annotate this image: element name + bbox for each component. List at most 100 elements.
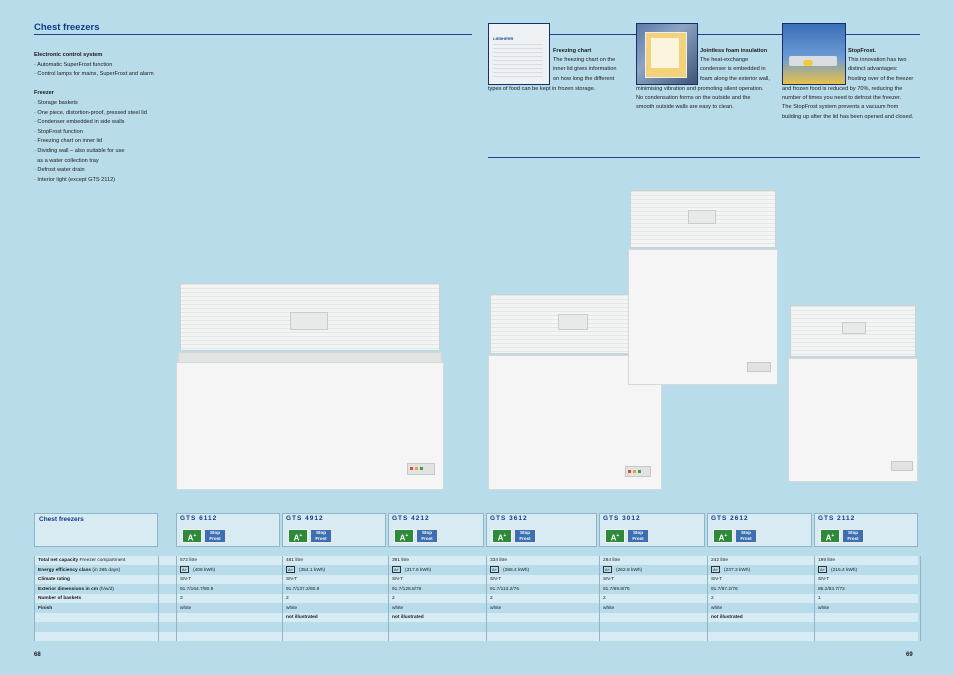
foam-insulation-image	[636, 23, 698, 85]
table-cell-finish: white	[392, 606, 404, 611]
table-cell-climate: SN-T	[180, 577, 192, 582]
table-row-bg	[34, 575, 918, 584]
table-cell-dims: 86.2/83.7/73	[818, 587, 845, 592]
energy-class-a-plus-icon: A+	[820, 529, 840, 543]
feature-item: · Automatic SuperFrost function	[34, 61, 113, 68]
energy-class-icon: A+	[711, 566, 721, 573]
energy-class-icon: A+	[490, 566, 500, 573]
foam-insulation-text: Jointless foam insulation The heat-excha…	[700, 47, 772, 84]
column-divider	[920, 556, 921, 641]
energy-class-icon: A+	[392, 566, 402, 573]
row-label-note: Freezer compartment	[78, 558, 126, 563]
electronic-heading: Electronic control system	[34, 52, 103, 58]
table-cell-baskets: 1	[818, 596, 821, 601]
energy-value: (317.6 kWh)	[405, 568, 432, 573]
column-divider	[282, 556, 283, 641]
row-label-bold: Number of baskets	[38, 596, 82, 601]
energy-class-a-plus-icon: A+	[713, 529, 733, 543]
column-divider	[599, 556, 600, 641]
row-label-note: (in 365 days)	[91, 568, 121, 573]
energy-value: (237.3 kWh)	[724, 568, 751, 573]
table-cell-dims: 91.7/137.2/80.9	[286, 587, 320, 592]
table-cell-energy: A+(262.8 kWh)	[603, 566, 642, 575]
table-row-bg	[34, 566, 918, 575]
table-cell-note: not illustrated	[392, 615, 424, 620]
model-name: GTS 4912	[286, 515, 324, 522]
table-cell-energy: A+(354.1 kWh)	[286, 566, 325, 575]
table-cell-dims: 91.7/99.8/76	[603, 587, 630, 592]
freezing-chart-logo: LIEBHERR	[493, 36, 514, 41]
section-rule	[488, 157, 920, 158]
table-cell-finish: white	[286, 606, 298, 611]
table-cell-energy: A+(215.4 kWh)	[818, 566, 857, 575]
feature-item: · StopFrost function	[34, 128, 83, 135]
feature-item: · Dividing wall – also suitable for use	[34, 147, 125, 154]
table-cell-baskets: 2	[490, 596, 493, 601]
table-cell-capacity: 481 litre	[286, 558, 304, 563]
table-cell-baskets: 2	[392, 596, 395, 601]
row-label: Energy efficiency class (in 365 days)	[38, 566, 120, 575]
table-row-bg	[34, 594, 918, 603]
freezing-chart-image: LIEBHERR	[488, 23, 550, 85]
stopfrost-image	[782, 23, 846, 85]
model-name: GTS 2112	[818, 515, 856, 522]
stopfrost-text-cont: and frozen food is reduced by 70%, reduc…	[782, 86, 914, 120]
table-row-bg	[34, 622, 918, 631]
feature-item: · Condenser embedded in side walls	[34, 119, 125, 126]
table-cell-climate: SN-T	[392, 577, 404, 582]
table-cell-note: not illustrated	[711, 615, 743, 620]
energy-value: (215.4 kWh)	[831, 568, 858, 573]
features-list: Electronic control system · Automatic Su…	[34, 51, 264, 185]
title-rule-right	[488, 34, 920, 35]
table-cell-climate: SN-T	[818, 577, 830, 582]
table-cell-dims: 91.7/87.2/76	[711, 587, 738, 592]
stopfrost-title: StopFrost.	[848, 48, 876, 54]
freezing-chart-text-cont: types of food can be kept in frozen stor…	[488, 86, 596, 92]
table-row-bg	[34, 632, 918, 641]
table-cell-finish: white	[711, 606, 723, 611]
column-divider	[814, 556, 815, 641]
row-label: Exterior dimensions in cm (h/w/d)	[38, 585, 114, 594]
model-name: GTS 3012	[603, 515, 641, 522]
energy-class-icon: A+	[180, 566, 190, 573]
feature-item: · Storage baskets	[34, 99, 78, 106]
row-label-bold: Energy efficiency class	[38, 568, 92, 573]
stopfrost-text: StopFrost. This innovation has two disti…	[848, 47, 920, 84]
table-cell-finish: white	[818, 606, 830, 611]
table-cell-baskets: 2	[711, 596, 714, 601]
feature-item: as a water collection tray	[34, 157, 99, 164]
freezer-heading: Freezer	[34, 90, 54, 97]
table-cell-capacity: 284 litre	[603, 558, 621, 563]
table-cell-capacity: 334 litre	[490, 558, 508, 563]
row-label: Climate rating	[38, 575, 70, 584]
model-name: GTS 2612	[711, 515, 749, 522]
table-cell-note: not illustrated	[286, 615, 318, 620]
table-row-bg	[34, 604, 918, 613]
table-cell-capacity: 572 litre	[180, 558, 198, 563]
table-cell-dims: 91.7/164.7/80.9	[180, 587, 214, 592]
energy-class-a-plus-icon: A+	[394, 529, 414, 543]
feature-item: · Control lamps for mains, SuperFrost an…	[34, 71, 154, 78]
table-cell-dims: 91.7/128.8/76	[392, 587, 422, 592]
freezing-chart-title: Freezing chart	[553, 48, 592, 54]
feature-item: · One piece, distortion-proof, pressed s…	[34, 109, 147, 116]
table-cell-energy: A+(288.4 kWh)	[490, 566, 529, 575]
row-label-bold: Exterior dimensions in cm	[38, 587, 98, 592]
table-cell-capacity: 199 litre	[818, 558, 836, 563]
energy-class-a-plus-icon: A+	[492, 529, 512, 543]
column-divider	[707, 556, 708, 641]
table-cell-capacity: 391 litre	[392, 558, 410, 563]
table-cell-capacity: 242 litre	[711, 558, 729, 563]
row-label-bold: Climate rating	[38, 577, 70, 582]
freezer-large	[176, 362, 444, 490]
energy-value: (288.4 kWh)	[503, 568, 530, 573]
row-label: Finish	[38, 604, 52, 613]
table-row-bg	[34, 613, 918, 622]
table-header-label-cell: Chest freezers	[34, 513, 158, 547]
row-label: Number of baskets	[38, 594, 81, 603]
